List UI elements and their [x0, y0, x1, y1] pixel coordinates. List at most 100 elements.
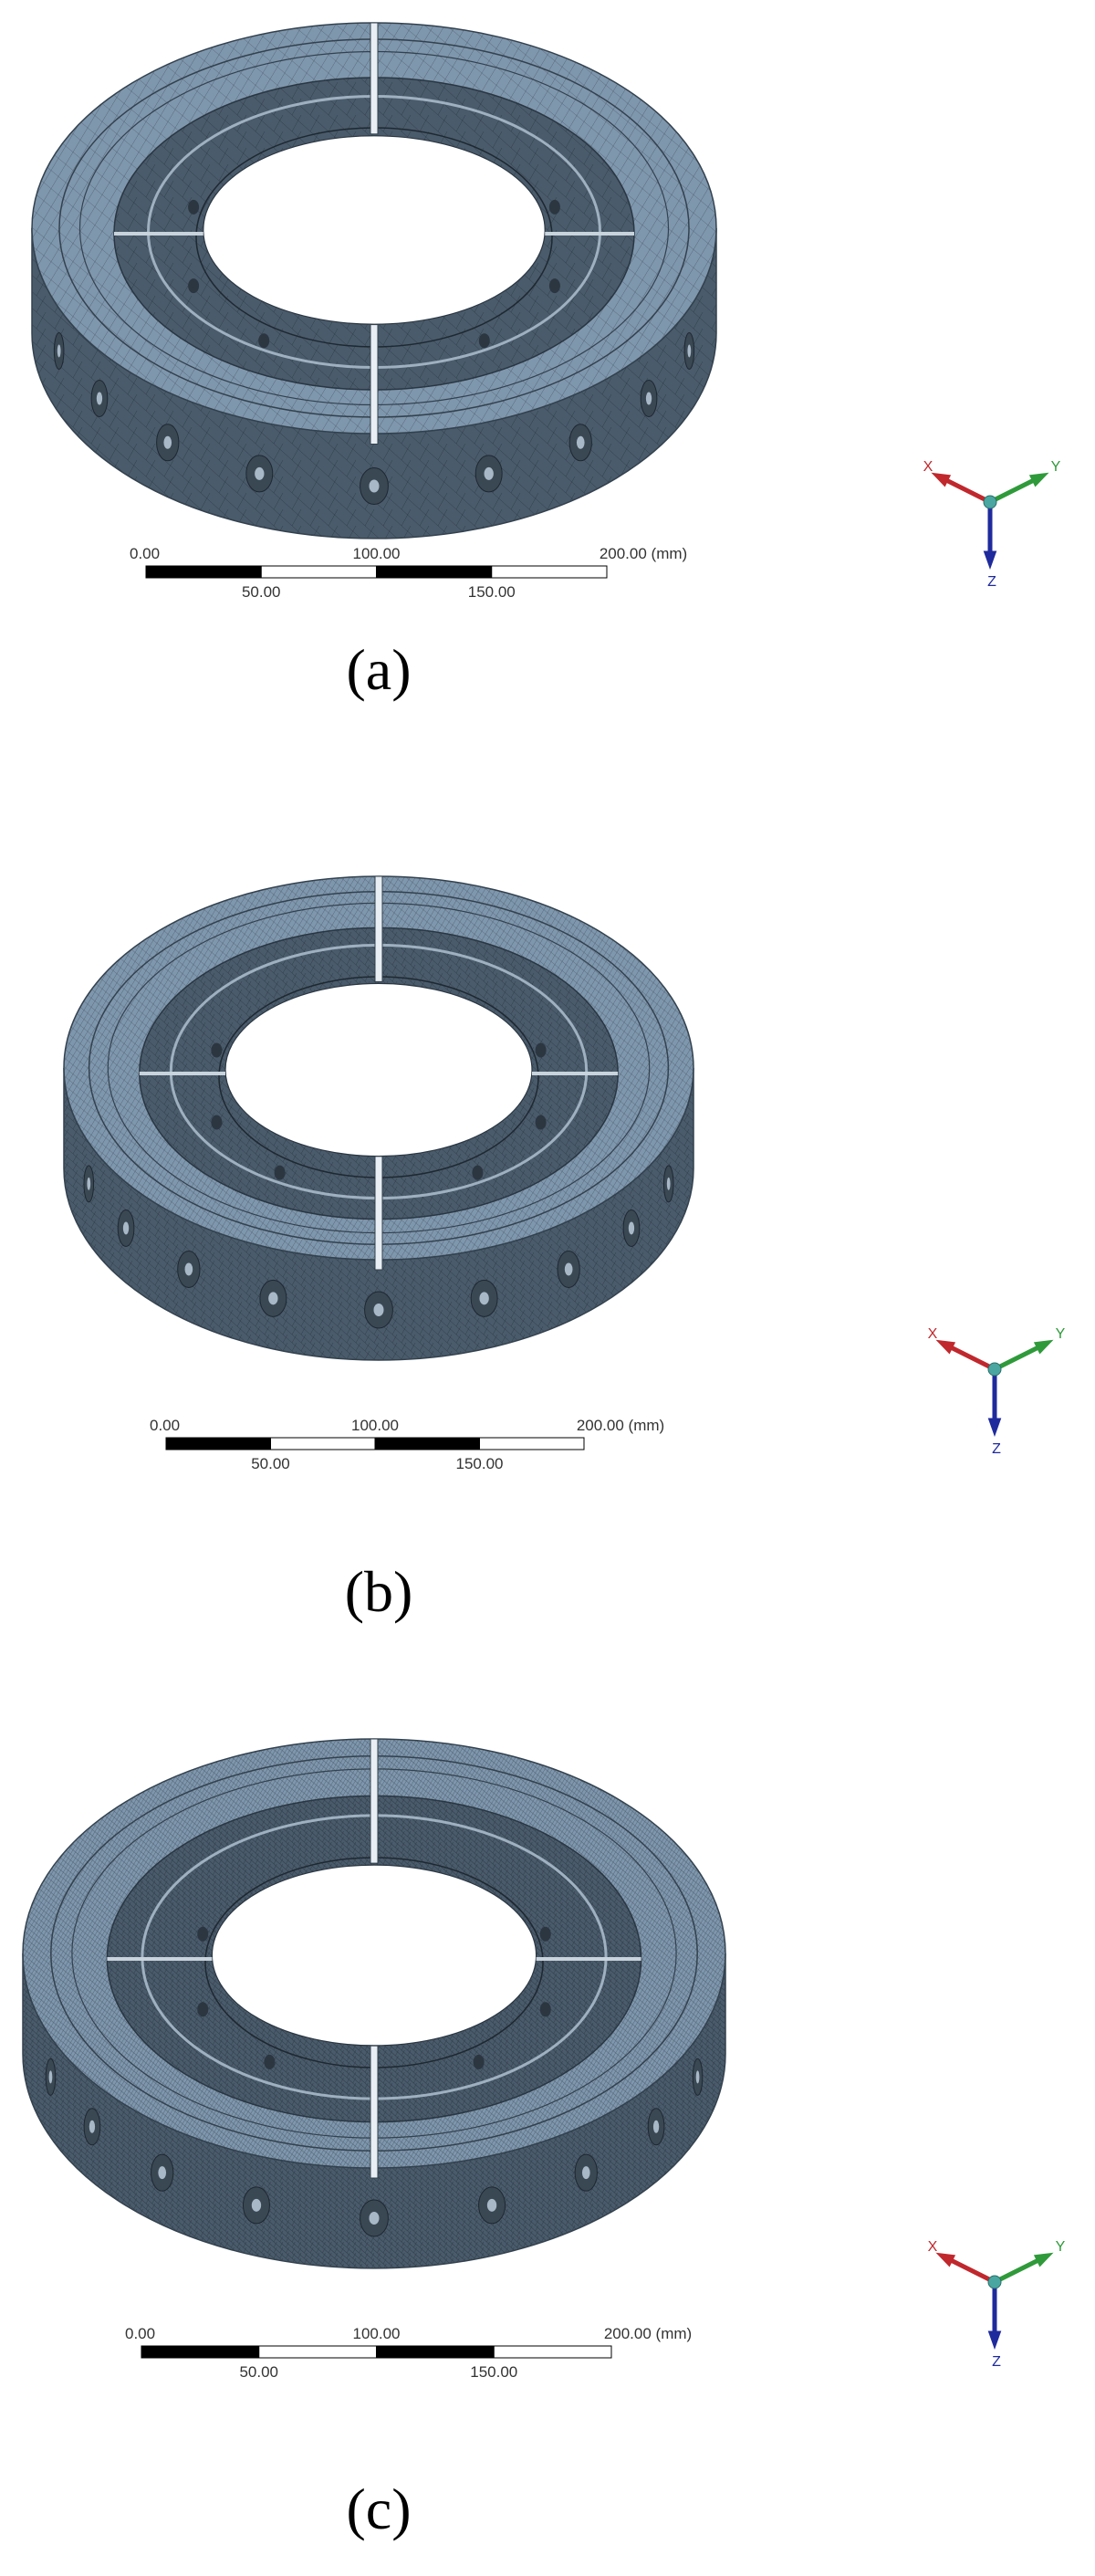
axis-y-arrow-head — [1028, 472, 1049, 487]
bore-hole — [197, 1926, 209, 1942]
bore-hole — [264, 2054, 276, 2069]
side-hole-center — [89, 2120, 96, 2133]
bore-hole — [535, 1115, 547, 1130]
bore-hole — [539, 1926, 551, 1942]
side-hole-center — [87, 1177, 91, 1190]
axis-x-arrow — [941, 476, 992, 505]
scale-segment — [260, 565, 377, 579]
bore-hole — [473, 2054, 485, 2069]
scale-label-50: 50.00 — [239, 2363, 278, 2381]
axis-y-arrow — [988, 476, 1039, 505]
axis-y-arrow — [993, 2256, 1044, 2285]
axis-y-arrow-head — [1033, 1339, 1054, 1355]
scale-segment — [141, 2345, 260, 2359]
side-hole-center — [255, 466, 265, 480]
split-slot-bottom — [370, 324, 379, 445]
side-hole-center — [369, 479, 380, 493]
axis-x-label: X — [928, 1326, 938, 1342]
axis-z-arrow-head — [983, 550, 997, 570]
side-hole-center — [484, 466, 494, 480]
axis-y-arrow — [993, 1343, 1044, 1372]
axis-triad: X Y Z — [928, 2239, 1066, 2370]
bore-hole — [188, 199, 200, 215]
side-hole-center — [695, 2070, 700, 2084]
scale-label-200: 200.00 (mm) — [600, 545, 687, 562]
side-hole-center — [666, 1177, 671, 1190]
scale-bar: 0.00 100.00 200.00 (mm) 50.00 150.00 — [130, 545, 687, 601]
panel-caption: (c) — [346, 2477, 411, 2541]
side-hole-center — [564, 1262, 573, 1276]
side-hole-center — [96, 392, 103, 405]
split-slot-top — [374, 875, 383, 982]
axis-z-label: Z — [987, 574, 996, 590]
axis-z-arrow-head — [987, 2330, 1002, 2350]
axis-y-label: Y — [1056, 2239, 1066, 2255]
panel-caption: (b) — [345, 1559, 413, 1624]
bore-hole — [472, 1165, 484, 1180]
bore-hole — [548, 199, 560, 215]
axis-origin — [983, 495, 997, 509]
scale-segment — [376, 2345, 495, 2359]
scale-segment — [376, 565, 493, 579]
panel-caption: (a) — [346, 637, 411, 702]
inner-bore-hole — [203, 135, 546, 325]
axis-z-label: Z — [992, 2354, 1001, 2370]
scale-segment — [479, 1437, 585, 1450]
side-hole-center — [122, 1221, 130, 1235]
axis-y-label: Y — [1051, 459, 1061, 475]
mesh-ring — [31, 22, 717, 539]
bore-hole — [211, 1042, 223, 1058]
side-hole-center — [158, 2166, 167, 2180]
bore-hole — [197, 2002, 209, 2017]
scale-segment — [165, 1437, 271, 1450]
side-hole-center — [645, 392, 652, 405]
scale-label-100: 100.00 — [353, 2325, 401, 2342]
axis-x-arrow-head — [931, 472, 952, 487]
split-slot-top — [370, 1738, 379, 1864]
side-hole-center — [369, 2212, 380, 2225]
bore-hole — [188, 278, 200, 294]
axis-z-label: Z — [992, 1441, 1001, 1457]
axis-origin — [987, 1362, 1002, 1377]
scale-label-0: 0.00 — [125, 2325, 155, 2342]
scale-bar: 0.00 100.00 200.00 (mm) 50.00 150.00 — [150, 1417, 664, 1472]
scale-bar: 0.00 100.00 200.00 (mm) 50.00 150.00 — [125, 2325, 692, 2381]
mesh-ring — [22, 1738, 726, 2269]
axis-z-arrow-head — [987, 1418, 1002, 1437]
axis-x-arrow — [945, 2256, 996, 2285]
scale-label-0: 0.00 — [150, 1417, 180, 1434]
split-slot-bottom — [374, 1156, 383, 1271]
axis-x-arrow — [945, 1343, 996, 1372]
bore-hole — [548, 278, 560, 294]
scale-label-150: 150.00 — [470, 2363, 517, 2381]
scale-label-0: 0.00 — [130, 545, 160, 562]
side-hole-center — [268, 1292, 278, 1305]
scale-label-50: 50.00 — [251, 1455, 290, 1472]
scale-segment — [493, 2345, 612, 2359]
scale-label-150: 150.00 — [456, 1455, 504, 1472]
scale-segment — [374, 1437, 480, 1450]
inner-bore-hole — [224, 982, 533, 1157]
side-hole-center — [652, 2120, 660, 2133]
side-hole-center — [48, 2070, 53, 2084]
side-hole-center — [576, 435, 585, 449]
side-hole-center — [581, 2166, 590, 2180]
side-hole-center — [479, 1292, 489, 1305]
axis-x-label: X — [928, 2239, 938, 2255]
scale-label-100: 100.00 — [351, 1417, 399, 1434]
panel-c-figure: 0.00 100.00 200.00 (mm) 50.00 150.00 X Y Z… — [22, 1738, 1066, 2541]
split-slot-bottom — [370, 2045, 379, 2179]
inner-bore-hole — [211, 1864, 537, 2047]
mesh-ring — [63, 875, 694, 1361]
side-hole-center — [373, 1304, 384, 1316]
side-hole-center — [184, 1262, 193, 1276]
scale-segment — [145, 565, 262, 579]
split-slot-top — [370, 22, 379, 135]
axis-x-arrow-head — [935, 2252, 956, 2267]
side-hole-center — [163, 435, 172, 449]
